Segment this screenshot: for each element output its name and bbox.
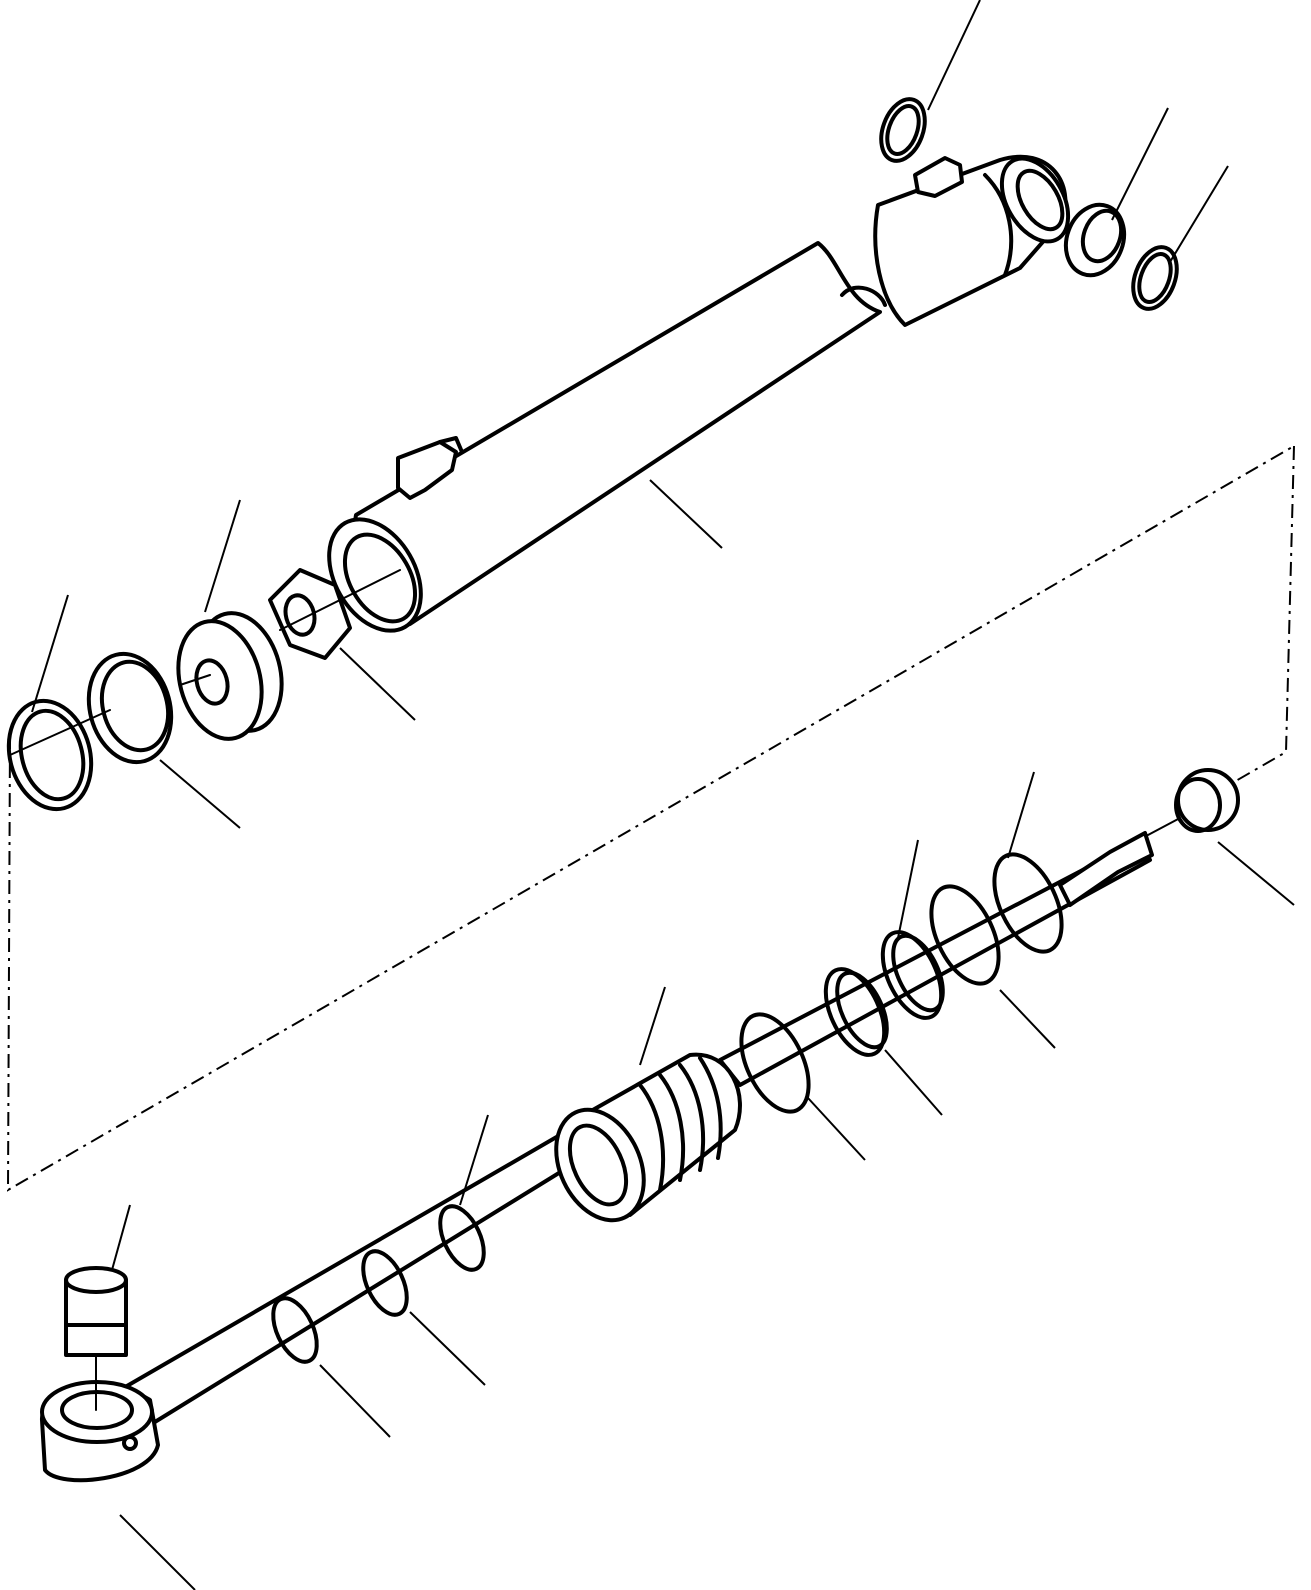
cylinder-head [873,154,1071,327]
port-fitting-lower [396,440,458,500]
rod-eye [39,1380,160,1483]
bushing-top [1063,202,1127,278]
piston-ring-2 [823,967,889,1057]
assembly-reference-line [6,445,1295,1192]
leader-lines [31,0,1295,1590]
rod-ring-3 [438,1204,486,1272]
piston-ring-5 [992,852,1064,954]
cylinder-tube [327,241,887,633]
piston [554,1052,742,1223]
piston-ring-1 [739,1012,811,1114]
piston-ring-4 [929,884,1001,986]
snap-ring-top-left [879,97,927,163]
rod-ring-2 [361,1249,409,1317]
gland [176,611,284,741]
end-cap [1147,768,1240,836]
piston-ring-3 [880,930,945,1020]
seal-ring [86,651,174,765]
rod-ring-1 [271,1296,319,1364]
snap-ring-top-right [1131,245,1179,311]
grease-fitting [913,156,964,198]
bushing-rod-end [64,1266,128,1411]
wiper-ring [6,698,94,812]
